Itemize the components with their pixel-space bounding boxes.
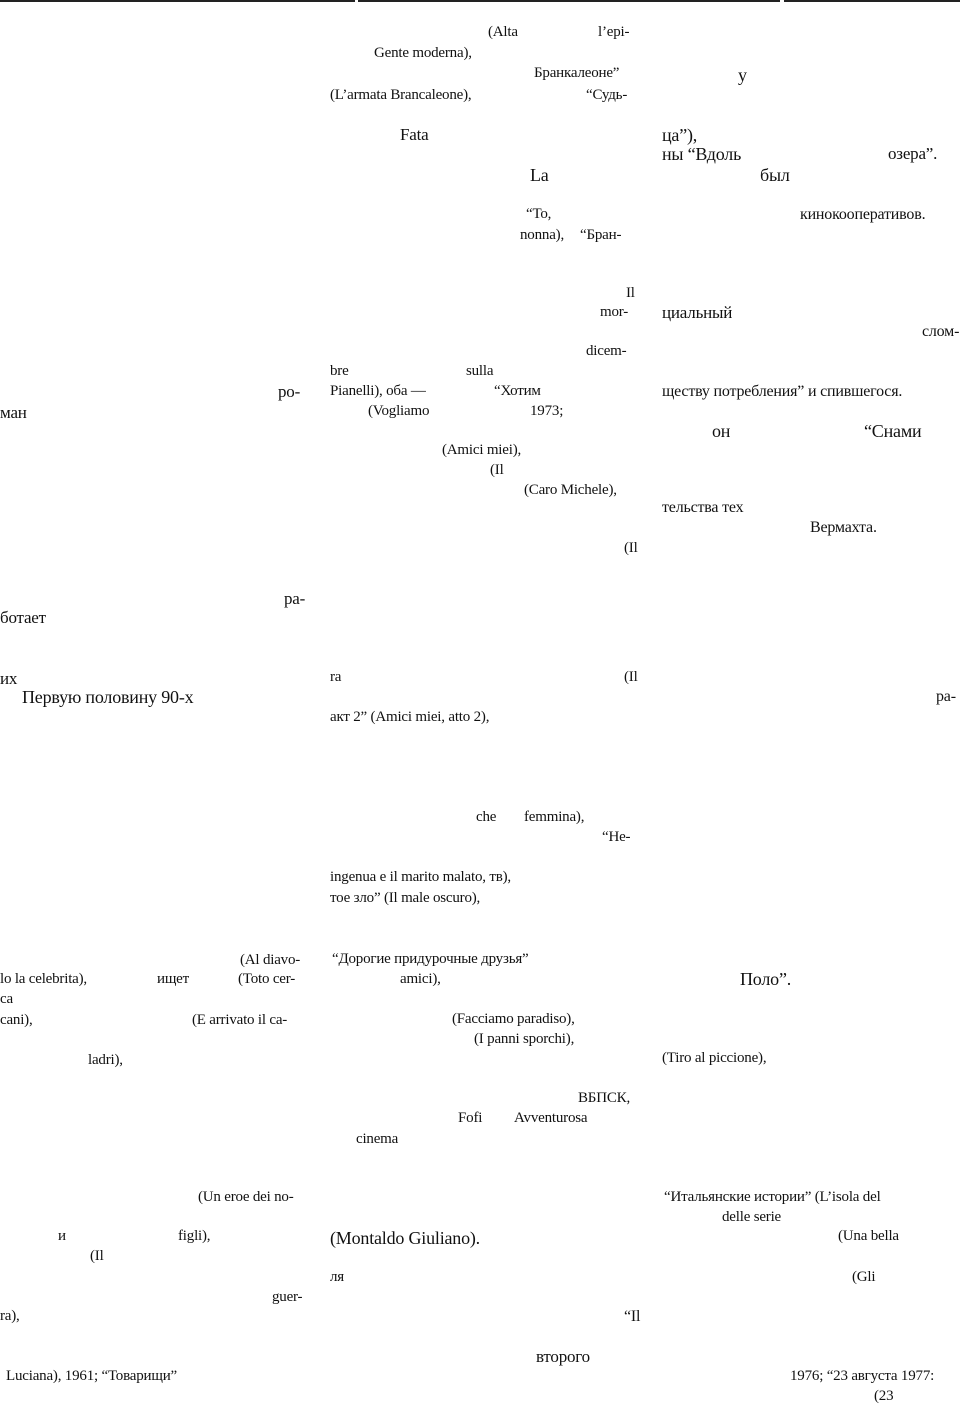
text-fragment: “Il (624, 1308, 641, 1325)
text-fragment: cani), (0, 1012, 33, 1028)
text-fragment: (Toto cer- (238, 971, 296, 987)
text-fragment: (Montaldo Giuliano). (330, 1228, 480, 1248)
text-fragment: 1976; “23 августа 1977: (790, 1368, 935, 1384)
text-fragment: Gente moderna), (374, 45, 472, 61)
text-fragment: тое зло” (Il male oscuro), (330, 890, 481, 906)
text-fragment: mor- (600, 304, 629, 320)
text-fragment: ля (330, 1269, 344, 1285)
text-fragment: их (0, 669, 18, 688)
text-fragment: Первую половину 90-х (22, 687, 194, 707)
text-fragment: “Бран- (580, 227, 622, 243)
text-fragment: “Хотим (494, 383, 541, 399)
text-fragment: ra), (0, 1308, 20, 1324)
text-fragment: “Итальянские истории” (L’isola del (664, 1189, 881, 1205)
text-fragment: (Il (624, 669, 638, 685)
text-fragment: (Al diavo- (240, 952, 301, 968)
text-fragment: ро- (278, 382, 301, 401)
text-fragment: Поло”. (740, 969, 792, 989)
text-fragment: озера”. (888, 144, 938, 163)
text-fragment: (Vogliamo (368, 403, 430, 419)
text-fragment: он (712, 421, 731, 441)
text-fragment: amici), (400, 971, 441, 987)
text-fragment: у (738, 65, 747, 85)
text-fragment: (23 (874, 1388, 894, 1404)
text-fragment: ladri), (88, 1052, 123, 1068)
text-fragment: (Caro Michele), (524, 482, 617, 498)
text-fragment: (E arrivato il ca- (192, 1012, 288, 1028)
text-fragment: ra (330, 669, 342, 685)
text-fragment: Fata (400, 125, 429, 144)
text-fragment: ны “Вдоль (662, 144, 742, 164)
text-fragment: “Снами (864, 421, 922, 441)
text-fragment: тельства тех (662, 499, 744, 516)
text-fragment: Fofi (458, 1110, 483, 1126)
text-fragment: (Il (624, 540, 638, 556)
text-fragment: акт 2” (Amici miei, atto 2), (330, 709, 490, 725)
text-fragment: ца”), (662, 125, 698, 145)
text-fragment: ищет (157, 971, 189, 987)
column-rule-left (0, 0, 355, 2)
text-fragment: (I panni sporchi), (474, 1031, 575, 1047)
text-fragment: ботает (0, 608, 46, 627)
right-column: у ца”), ны “Вдоль озера”. был кинокоопер… (650, 0, 960, 1406)
text-fragment: Avventurosa (514, 1110, 588, 1126)
text-fragment: Бранкалеоне” (534, 65, 620, 81)
text-fragment: (Un eroe dei no- (198, 1189, 294, 1205)
text-fragment: (Il (490, 462, 504, 478)
text-fragment: слом- (922, 323, 960, 340)
text-fragment: ман (0, 403, 27, 422)
text-fragment: был (760, 165, 790, 185)
text-fragment: delle serie (722, 1209, 782, 1225)
text-fragment: Il (626, 285, 635, 301)
text-fragment: Luciana), 1961; “Товарищи” (6, 1368, 178, 1384)
text-fragment: figli), (178, 1228, 211, 1244)
text-fragment: “Не- (602, 829, 631, 845)
text-fragment: guer- (272, 1289, 303, 1305)
text-fragment: (Una bella (838, 1228, 899, 1244)
text-fragment: sulla (466, 363, 494, 379)
column-rule-middle (358, 0, 780, 2)
text-fragment: кинокооперативов. (800, 206, 926, 223)
text-fragment: Вермахта. (810, 519, 877, 536)
text-fragment: “Дорогие придурочные друзья” (332, 951, 529, 967)
text-fragment: La (530, 165, 549, 185)
text-fragment: dicem- (586, 343, 627, 359)
text-fragment: (Amici miei), (442, 442, 522, 458)
text-fragment: ществу потребления” и спившегося. (662, 383, 903, 400)
text-fragment: ca (0, 991, 13, 1007)
text-fragment: (Alta (488, 24, 518, 40)
text-fragment: l’epi- (598, 24, 630, 40)
text-fragment: cinema (356, 1131, 399, 1147)
text-fragment: femmina), (524, 809, 585, 825)
text-fragment: второго (536, 1347, 590, 1366)
text-fragment: (Gli (852, 1269, 876, 1285)
left-column: ро- ман ра- ботает их Первую половину 90… (0, 0, 330, 1406)
text-fragment: bre (330, 363, 349, 379)
text-fragment: (Tiro al piccione), (662, 1050, 767, 1066)
text-fragment: (Facciamo paradiso), (452, 1011, 575, 1027)
text-fragment: и (58, 1228, 66, 1244)
text-fragment: ingenua e il marito malato, тв), (330, 869, 511, 885)
text-fragment: lo la celebrita), (0, 971, 87, 987)
text-fragment: (L’armata Brancaleone), (330, 87, 472, 103)
text-fragment: циальный (662, 303, 733, 322)
text-fragment: nonna), (520, 227, 565, 243)
text-fragment: (Il (90, 1248, 104, 1264)
text-fragment: “Судь- (586, 87, 628, 103)
text-fragment: ра- (284, 589, 306, 608)
text-fragment: che (476, 809, 497, 825)
text-fragment: 1973; (530, 403, 564, 419)
column-rule-right (784, 0, 960, 2)
text-fragment: Pianelli), оба — (330, 383, 426, 399)
text-fragment: “To, (526, 206, 552, 222)
text-fragment: ра- (936, 688, 956, 705)
text-fragment: ВБПСК, (578, 1090, 631, 1106)
middle-column: (Alta l’epi- Gente moderna), Бранкалеоне… (330, 0, 650, 1406)
